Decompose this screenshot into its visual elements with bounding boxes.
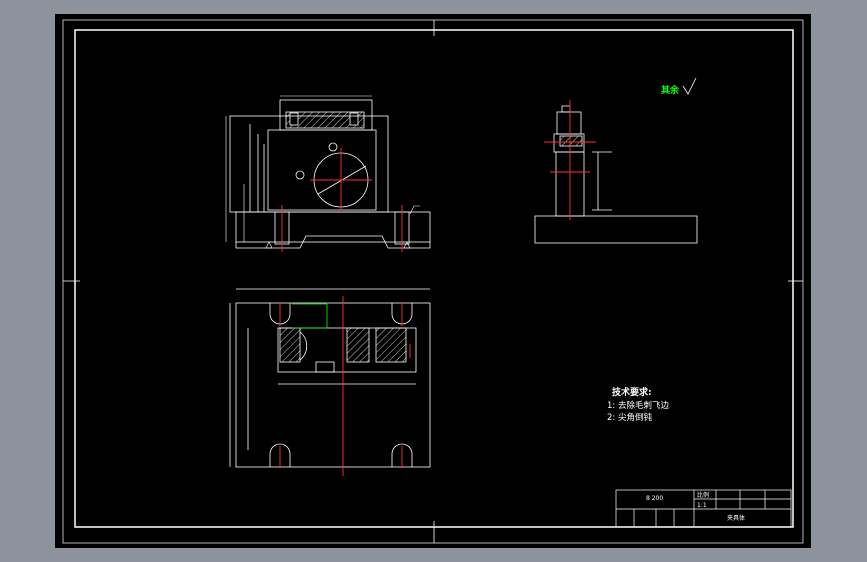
drawing-number: 8 200 — [646, 495, 663, 502]
front-centerlines — [281, 148, 403, 252]
roughness-note-label: 其余 — [661, 84, 680, 96]
drawing-sheet — [55, 14, 811, 548]
top-view — [229, 288, 431, 468]
top-centerlines — [279, 296, 411, 476]
front-dimensions — [225, 95, 420, 249]
tech-requirement-item: 1: 去除毛刺飞边 — [607, 400, 669, 411]
part-name: 夹具体 — [727, 514, 745, 522]
sheet-outline — [62, 19, 804, 544]
scale-label: 比例 — [697, 491, 709, 499]
scale-value: 1:1 — [697, 502, 707, 509]
roughness-symbol — [682, 77, 697, 95]
title-block — [615, 489, 792, 528]
tech-requirements-heading: 技术要求: — [612, 386, 652, 398]
tech-requirement-item: 2: 尖角倒钝 — [607, 412, 652, 423]
centering-marks — [63, 20, 803, 543]
side-centerlines — [544, 100, 596, 220]
